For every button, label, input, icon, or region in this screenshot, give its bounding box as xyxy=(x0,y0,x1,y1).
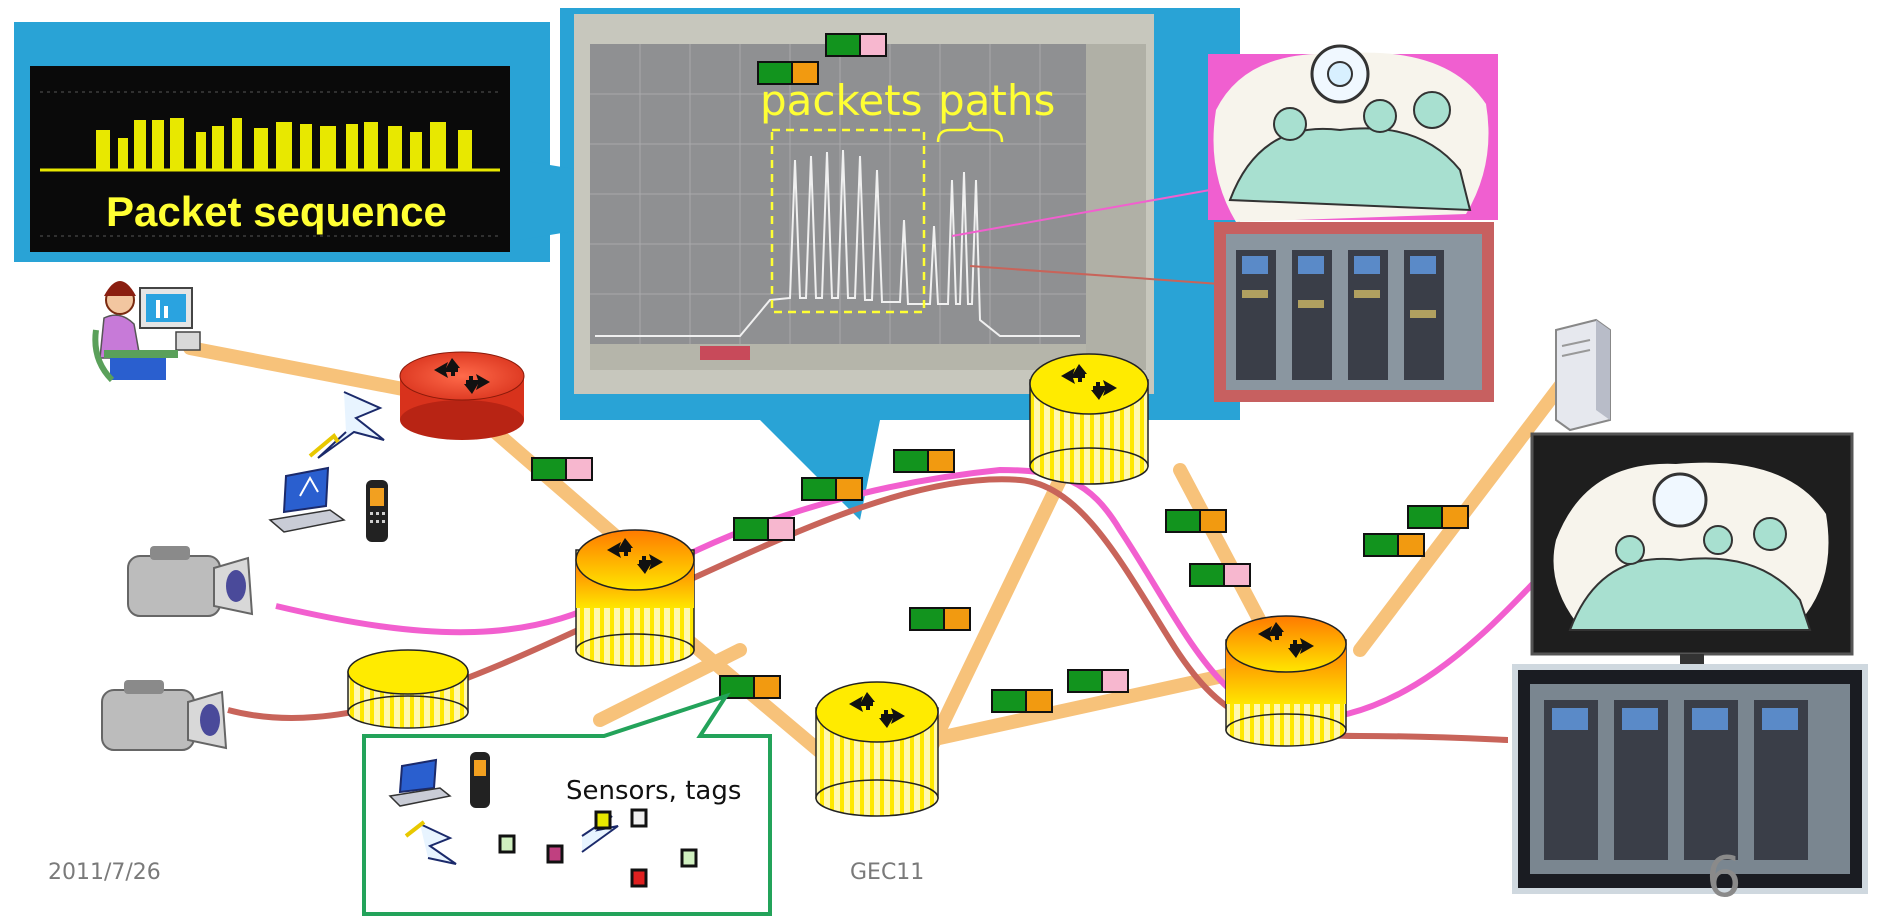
router-icon xyxy=(575,529,695,667)
footer-date: 2011/7/26 xyxy=(48,860,161,885)
packet-icon xyxy=(1165,509,1227,533)
packets-label: packets xyxy=(760,76,923,125)
pc-user-icon xyxy=(92,281,201,383)
laptop-icon xyxy=(268,466,346,533)
cellphone-icon xyxy=(470,752,490,808)
packet-icon xyxy=(801,477,863,501)
router-icon xyxy=(815,681,939,817)
sensors-tags-label: Sensors, tags xyxy=(566,776,742,806)
packet-icon xyxy=(1407,505,1469,529)
router-icon xyxy=(1225,615,1347,747)
video-camera-icon xyxy=(127,546,254,617)
laptop-icon xyxy=(388,758,452,807)
packet-icon xyxy=(909,607,971,631)
router-icon xyxy=(347,649,469,729)
packet-sequence-callout xyxy=(14,22,760,262)
spectrum-analyzer-screen xyxy=(574,14,1154,394)
packet-icon xyxy=(733,517,795,541)
monitor-icon xyxy=(1512,664,1868,894)
wireless-icon xyxy=(308,391,385,459)
path-pointer-pink xyxy=(951,189,1211,237)
packet-icon xyxy=(531,457,593,481)
path-pointer-brown xyxy=(969,265,1221,285)
paths-label: paths xyxy=(938,76,1056,125)
paths-brace xyxy=(936,121,1004,143)
sensors-callout xyxy=(362,692,772,916)
server-icon xyxy=(1555,318,1611,432)
router-icon xyxy=(1029,353,1149,485)
video-stream-path-brown xyxy=(227,476,1509,743)
packet-icon xyxy=(1067,669,1129,693)
monitor-icon xyxy=(1530,432,1854,664)
footer-event: GEC11 xyxy=(850,860,925,885)
packet-icon xyxy=(1189,563,1251,587)
packet-icon xyxy=(1363,533,1425,557)
packet-sequence-label: Packet sequence xyxy=(106,188,447,235)
packet-icon xyxy=(893,449,955,473)
server-room-photo xyxy=(1214,222,1494,402)
router-icon xyxy=(399,351,525,440)
packet-icon xyxy=(825,33,887,57)
surgery-illustration xyxy=(1208,44,1498,223)
cellphone-icon xyxy=(366,480,388,542)
packet-icon xyxy=(991,689,1053,713)
packets-highlight-box xyxy=(770,128,926,314)
slide-number: 6 xyxy=(1706,845,1742,910)
sensor-tag-icons xyxy=(498,808,698,888)
wireless-icon xyxy=(404,815,619,865)
video-camera-icon xyxy=(101,680,228,751)
